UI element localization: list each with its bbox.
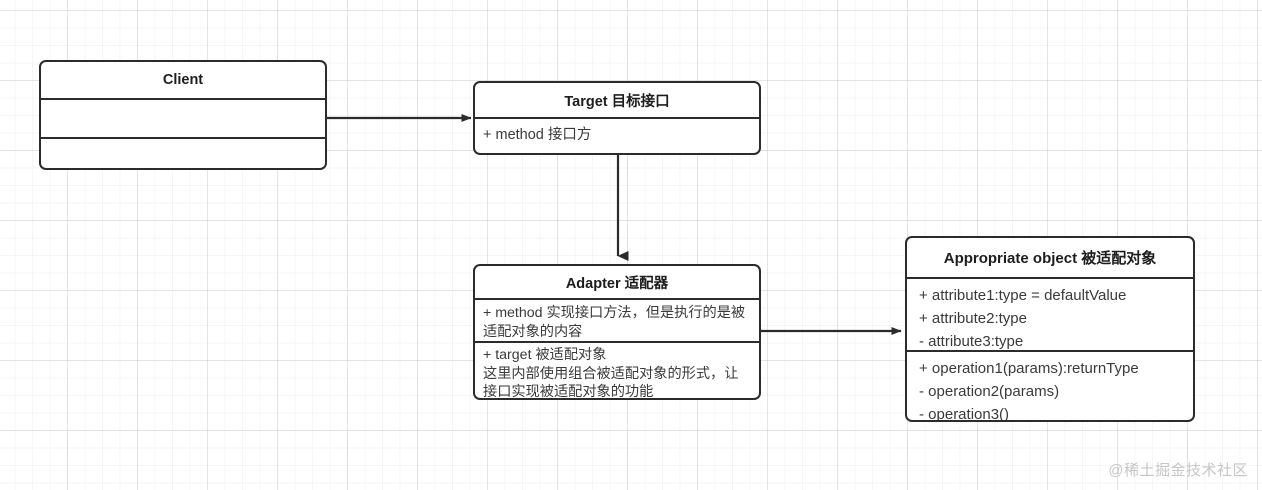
class-section-target-methods: + method 接口方 [475,117,759,153]
class-title-adapter: Adapter 适配器 [565,275,669,292]
class-section-adapter-method: + method 实现接口方法，但是执行的是被适配对象的内容 [475,298,759,341]
connector-target-to-adapter [616,153,629,261]
class-box-appropriate-object[interactable]: Appropriate object 被适配对象 + attribute1:ty… [905,236,1195,422]
class-box-adapter[interactable]: Adapter 适配器 + method 实现接口方法，但是执行的是被适配对象的… [473,264,761,400]
class-section-client-attributes [41,98,325,137]
class-section-appropriate-operations-text: + operation1(params):returnType - operat… [919,360,1139,422]
class-section-appropriate-attributes: + attribute1:type = defaultValue + attri… [907,277,1193,350]
class-section-adapter-method-text: + method 实现接口方法，但是执行的是被适配对象的内容 [483,305,746,340]
class-section-client-operations [41,137,325,166]
watermark: @稀土掘金技术社区 [1108,462,1248,479]
class-section-appropriate-operations: + operation1(params):returnType - operat… [907,350,1193,422]
connector-client-to-target [325,114,472,122]
class-section-target-methods-text: + method 接口方 [483,127,592,143]
class-section-appropriate-attributes-text: + attribute1:type = defaultValue + attri… [919,287,1127,350]
class-box-client[interactable]: Client [39,60,327,170]
class-title-target: Target 目标接口 [564,93,670,110]
connector-adapter-to-appropriate-object [759,327,902,335]
class-section-adapter-target: + target 被适配对象 这里内部使用组合被适配对象的形式，让接口实现被适配… [475,341,759,400]
class-box-target[interactable]: Target 目标接口 + method 接口方 [473,81,761,155]
class-title-appropriate-object: Appropriate object 被适配对象 [943,250,1157,267]
class-section-adapter-target-text: + target 被适配对象 这里内部使用组合被适配对象的形式，让接口实现被适配… [483,347,739,400]
class-title-client: Client [162,72,204,88]
